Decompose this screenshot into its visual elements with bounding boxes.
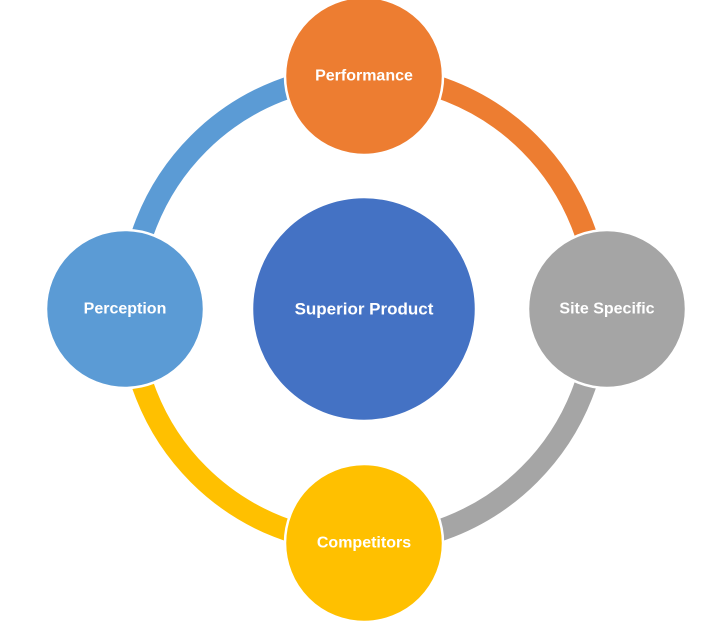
center-label: Superior Product [295,300,434,319]
perception-label: Perception [84,301,167,318]
competitors-label: Competitors [317,535,411,552]
node-perception: Perception [44,228,206,390]
site-specific-circle [526,228,688,390]
performance-circle [283,0,445,157]
performance-label: Performance [315,68,413,85]
center-node: Superior Product [250,195,478,423]
node-site-specific: Site Specific [526,228,688,390]
competitors-circle [283,462,445,624]
site-specific-label: Site Specific [559,301,654,318]
center-circle [250,195,478,423]
node-competitors: Competitors [283,462,445,624]
perception-circle [44,228,206,390]
node-performance: Performance [283,0,445,157]
